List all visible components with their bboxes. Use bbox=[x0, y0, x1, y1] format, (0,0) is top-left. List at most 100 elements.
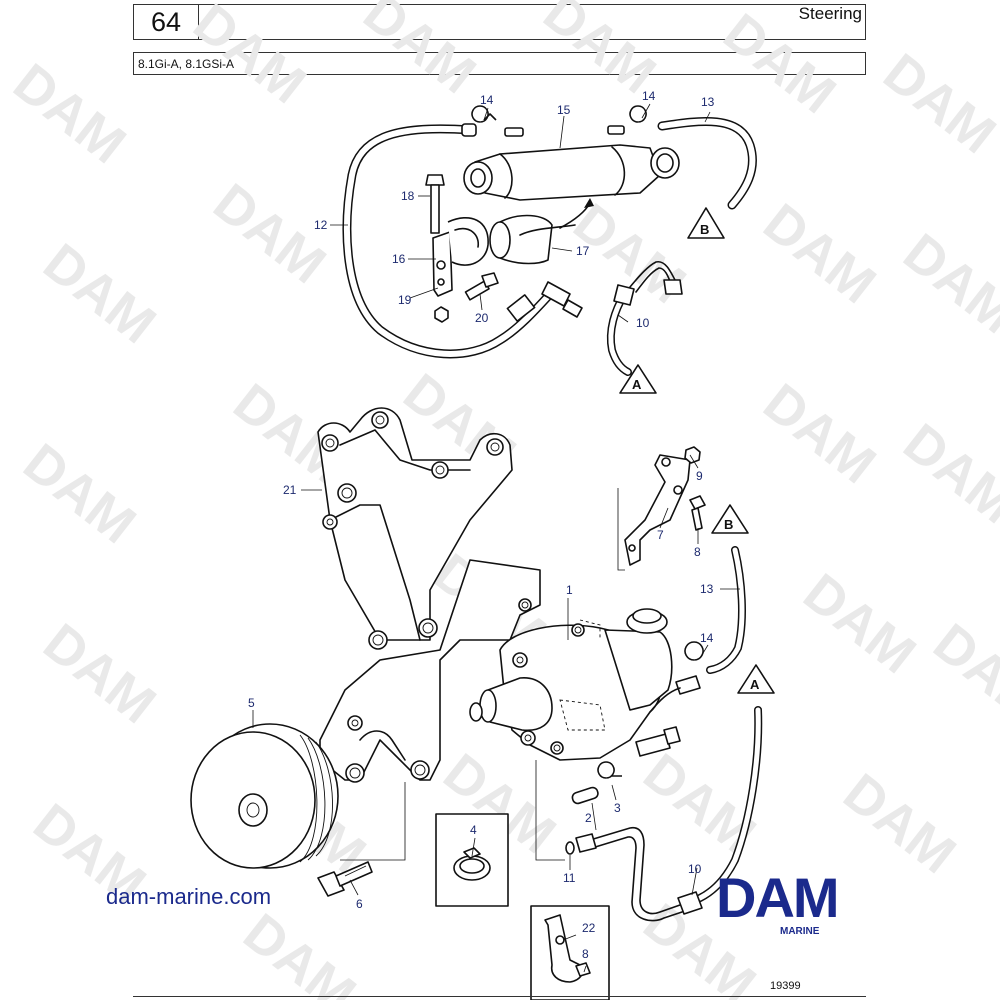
inset-clip-22 bbox=[530, 905, 610, 1000]
clamp-14-left bbox=[471, 105, 497, 123]
bolt-8-upper bbox=[689, 495, 706, 531]
bolt-20 bbox=[464, 272, 499, 301]
models-box bbox=[133, 52, 866, 75]
watermark: DAM bbox=[203, 172, 337, 295]
ref-triangle-b-upper: B bbox=[687, 207, 725, 239]
callout-16: 16 bbox=[392, 252, 406, 266]
clamp-3 bbox=[597, 761, 622, 779]
watermark: DAM bbox=[793, 562, 927, 685]
pump-inlet-nipple bbox=[675, 675, 701, 695]
watermark: DAM bbox=[3, 52, 137, 175]
bolt-18 bbox=[425, 174, 445, 234]
power-steering-pump-1 bbox=[469, 608, 673, 761]
callout-11: 11 bbox=[563, 871, 576, 885]
ref-b-label: B bbox=[700, 222, 709, 237]
callout-12: 12 bbox=[314, 218, 328, 232]
website-url: dam-marine.com bbox=[106, 884, 272, 909]
watermark: DAM bbox=[13, 432, 147, 555]
callout-13-upper: 13 bbox=[701, 95, 715, 109]
arrow-head bbox=[584, 198, 594, 208]
watermark: DAM bbox=[893, 412, 1000, 535]
watermark: DAM bbox=[923, 612, 1000, 735]
pump-inlet-pipe bbox=[649, 687, 681, 713]
page-number-box bbox=[133, 4, 199, 40]
ref-triangle-a-lower: A bbox=[737, 664, 775, 694]
section-title-box bbox=[198, 4, 866, 40]
callout-10-lower: 10 bbox=[688, 862, 702, 876]
hose-12-inner bbox=[344, 125, 555, 357]
callout-14-lower: 14 bbox=[700, 631, 714, 645]
fitting bbox=[506, 294, 536, 322]
watermark: DAM bbox=[833, 762, 967, 885]
pump-mounting-plate bbox=[319, 559, 541, 783]
fitting-11 bbox=[565, 833, 597, 855]
callout-7: 7 bbox=[657, 528, 664, 542]
callout-labels: 1 2 3 4 5 6 7 8 8 9 10 10 11 12 13 13 14… bbox=[248, 89, 715, 961]
dam-marine-logo: DAM MARINE bbox=[716, 866, 900, 938]
callout-17: 17 bbox=[576, 244, 590, 258]
watermark: DAM bbox=[33, 232, 167, 355]
pressure-pipe bbox=[589, 826, 681, 915]
callout-2: 2 bbox=[585, 811, 592, 825]
watermark: DAM bbox=[713, 2, 847, 125]
watermark: DAM bbox=[33, 612, 167, 735]
callout-8-upper: 8 bbox=[694, 545, 701, 559]
bottom-rule bbox=[133, 996, 866, 997]
clamp-14-right bbox=[629, 105, 647, 123]
callout-4: 4 bbox=[470, 823, 477, 837]
pulley-5 bbox=[190, 723, 339, 869]
callout-14-left: 14 bbox=[480, 93, 494, 107]
callout-15: 15 bbox=[557, 103, 571, 117]
callout-leaders bbox=[252, 103, 740, 973]
watermark: DAM bbox=[353, 0, 487, 105]
page-number: 64 bbox=[150, 6, 182, 37]
callout-10-upper: 10 bbox=[636, 316, 650, 330]
rubber-sleeve-17 bbox=[489, 198, 594, 265]
section-title: Steering bbox=[798, 4, 862, 23]
hose-10-lower-nut bbox=[677, 891, 703, 915]
ref-b-label: B bbox=[724, 517, 733, 532]
engine-models: 8.1Gi-A, 8.1GSi-A bbox=[138, 57, 235, 71]
brand-name: DAM bbox=[716, 866, 840, 929]
callout-21: 21 bbox=[283, 483, 297, 497]
watermark: DAM bbox=[753, 192, 887, 315]
ref-a-label: A bbox=[750, 677, 760, 692]
callout-5: 5 bbox=[248, 696, 255, 710]
nipple-left bbox=[504, 127, 524, 137]
callout-18: 18 bbox=[401, 189, 415, 203]
figure-id: 19399 bbox=[770, 980, 801, 992]
nipple-right bbox=[607, 125, 625, 135]
fitting-nipple bbox=[562, 299, 583, 318]
watermark: DAM bbox=[183, 0, 317, 115]
callout-19: 19 bbox=[398, 293, 412, 307]
oil-cooler-15 bbox=[463, 144, 680, 201]
bolt-6 bbox=[317, 861, 373, 897]
watermark: DAM bbox=[753, 372, 887, 495]
nut-19 bbox=[434, 306, 449, 323]
ref-triangle-a-upper: A bbox=[619, 364, 657, 394]
bracket-7 bbox=[624, 454, 691, 566]
callout-8-inset: 8 bbox=[582, 947, 589, 961]
brand-subtitle: MARINE bbox=[780, 926, 820, 937]
callout-14-right: 14 bbox=[642, 89, 656, 103]
hose-end bbox=[461, 123, 477, 137]
callout-20: 20 bbox=[475, 311, 489, 325]
ref-triangle-b-lower: B bbox=[711, 504, 749, 534]
inset-clamp-4 bbox=[435, 813, 509, 907]
callout-3: 3 bbox=[614, 801, 621, 815]
upper-cooler-assembly bbox=[342, 105, 757, 376]
watermark: DAM bbox=[873, 42, 1000, 165]
bracket-16 bbox=[432, 217, 489, 297]
callout-13-lower: 13 bbox=[700, 582, 714, 596]
watermark: DAM bbox=[233, 902, 367, 1000]
watermark: DAM bbox=[893, 222, 1000, 345]
callout-1: 1 bbox=[566, 583, 573, 597]
callout-9: 9 bbox=[696, 469, 703, 483]
mount-bracket-21 bbox=[317, 407, 513, 650]
nut-9 bbox=[684, 446, 701, 464]
callout-22: 22 bbox=[582, 921, 596, 935]
pressure-port-fitting bbox=[635, 726, 681, 757]
ref-a-label: A bbox=[632, 377, 642, 392]
hose-10-pipe bbox=[629, 260, 677, 288]
